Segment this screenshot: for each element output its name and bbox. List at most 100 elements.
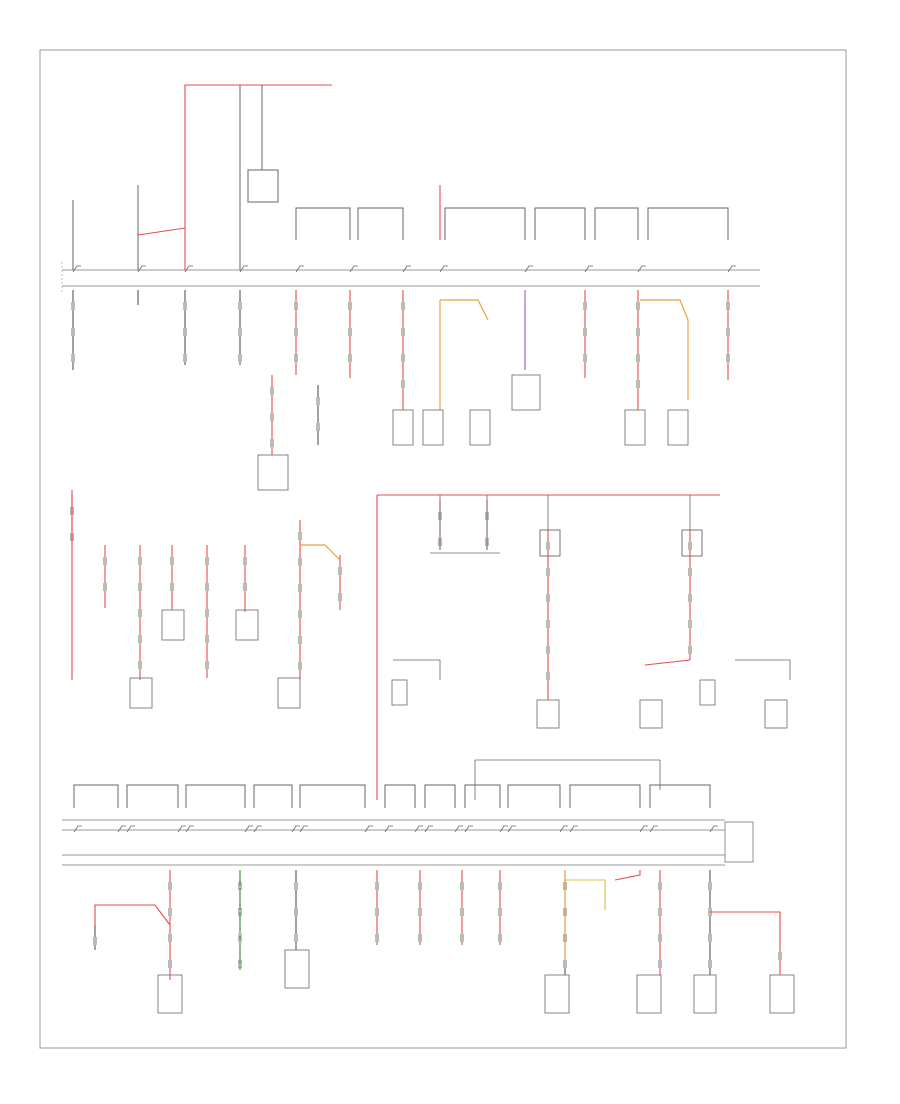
component-4 [511,374,541,411]
upper-lead-7-connector [401,328,405,336]
upper-feed-wires [72,85,279,270]
upper-lead-10-connector [636,328,640,336]
lower-fuse-row [73,825,718,833]
diagram-border [39,49,847,1049]
upper-lead-5-connector [294,302,298,310]
upper-fuse-8 [439,265,448,273]
component-11 [277,677,301,709]
upper-lead-23-connector [688,542,692,550]
upper-lead-17-connector [170,583,174,591]
lower-fuse-7 [253,825,262,833]
upper-fuse-7 [402,265,411,273]
lower-fuse-16 [499,825,508,833]
upper-lead-12-connector [270,413,274,421]
upper-components [129,374,788,729]
upper-lead-3-connector [183,328,187,336]
upper-fuse-11 [637,265,646,273]
component-14 [764,699,788,729]
upper-lead-13-connector [316,397,320,405]
lower-fuse-9 [299,825,308,833]
upper-lead-10-connector [636,354,640,362]
lower-fuse-15 [464,825,473,833]
upper-fuse-10 [584,265,593,273]
upper-fuse-12 [727,265,736,273]
upper-lead-3-connector [183,354,187,362]
lower-lead-6-connector [460,934,464,942]
upper-lead-18-connector [205,635,209,643]
lower-lead-9-connector [658,960,662,968]
component-2 [422,409,444,446]
component-1 [392,409,414,446]
upper-lead-18-connector [205,609,209,617]
upper-lead-18-connector [205,661,209,669]
upper-lead-16-connector [138,583,142,591]
lower-fuse-13 [424,825,433,833]
lower-fuse-18 [559,825,568,833]
upper-lead-23-connector [688,620,692,628]
upper-lead-1-connector [71,354,75,362]
upper-lead-3-connector [183,302,187,310]
upper-lead-10-connector [636,380,640,388]
upper-fuse-5 [295,265,304,273]
upper-lead-20-connector [298,584,302,592]
lower-lead-3-connector [294,908,298,916]
lower-fuse-11 [384,825,393,833]
upper-lead-11-connector [726,354,730,362]
lower-fuse-1 [73,825,82,833]
upper-lead-12-connector [270,387,274,395]
component-13 [639,699,663,729]
upper-lead-18-connector [205,583,209,591]
upper-fuse-6 [349,265,358,273]
component-5 [624,409,646,446]
lower-fuse-10 [364,825,373,833]
lower-fuse-4 [177,825,186,833]
component-12 [536,699,560,729]
lower-lead-10-connector [708,934,712,942]
upper-lead-20-connector [298,532,302,540]
upper-lead-10-connector [636,302,640,310]
lower-fuse-box [62,819,754,866]
upper-lead-4-connector [238,302,242,310]
upper-lead-9-connector [583,302,587,310]
upper-lead-22-connector [546,594,550,602]
upper-fuse-4 [239,265,248,273]
lower-lead-9-connector [658,882,662,890]
lower-component-1 [157,974,183,1014]
upper-lead-22-connector [546,542,550,550]
component-3 [469,409,491,446]
lower-fuse-2 [117,825,126,833]
lower-component-5 [693,974,717,1014]
component-6 [667,409,689,446]
lower-lead-6-connector [460,882,464,890]
upper-fuse-3 [184,265,193,273]
lower-component-2 [284,949,310,989]
component-10 [129,677,153,709]
lower-component-6 [769,974,795,1014]
upper-lead-21-connector [338,593,342,601]
upper-lead-20-connector [298,662,302,670]
lower-lead-5-connector [418,934,422,942]
upper-lead-20-connector [298,636,302,644]
upper-lead-22-connector [546,646,550,654]
lower-components [157,949,795,1014]
lower-fuse-6 [244,825,253,833]
lower-lead-7-connector [498,934,502,942]
lower-fuse-22 [709,825,718,833]
upper-lead-23-connector [688,646,692,654]
upper-lead-21-connector [338,567,342,575]
upper-lead-16-connector [138,661,142,669]
component-16 [699,679,716,706]
main-distribution-line [71,490,720,800]
upper-lead-6-connector [348,354,352,362]
lower-lead-5-connector [418,882,422,890]
lower-lead-11-connector [778,952,782,960]
upper-lead-22-connector [546,568,550,576]
lower-component-3 [544,974,570,1014]
lower-lead-1-connector [168,934,172,942]
colored-circuit-wires [300,299,689,561]
upper-fuse-2 [137,265,146,273]
upper-lead-20-connector [298,610,302,618]
upper-lead-11-connector [726,302,730,310]
